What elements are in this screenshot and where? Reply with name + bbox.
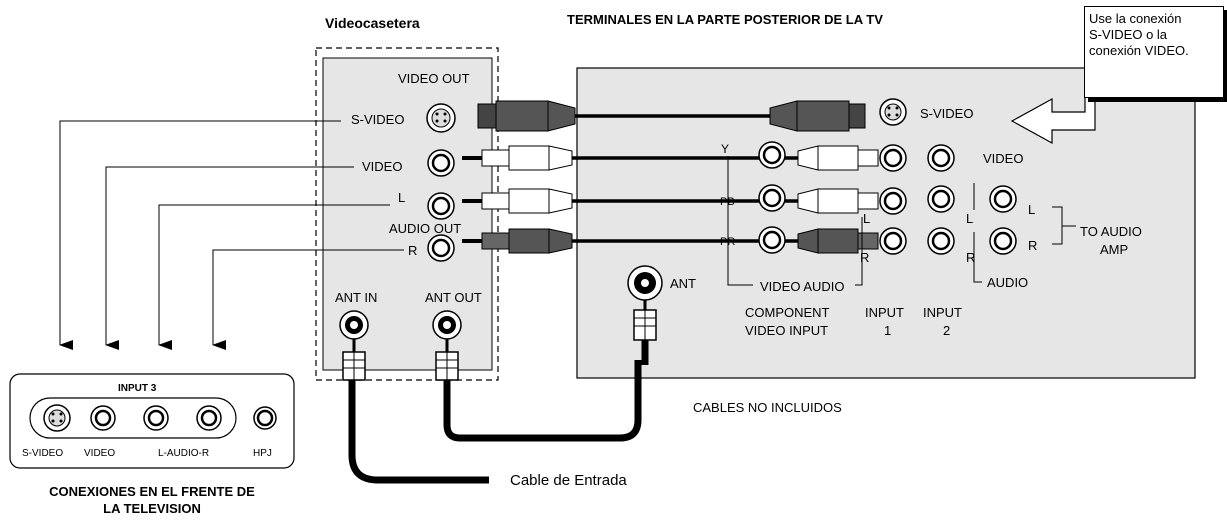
coax-cable-vcr-to-tv [435, 300, 657, 442]
callout-line1: Use la conexión [1089, 11, 1182, 26]
cables-not-included-note: CABLES NO INCLUIDOS [693, 400, 842, 415]
vcr-audio-right-jack [427, 234, 455, 262]
input-cable-label: Cable de Entrada [510, 472, 627, 489]
front-l-audio-r-label: L-AUDIO-R [158, 448, 209, 459]
audio-left-cable [462, 188, 879, 214]
tv-s-video-label: S-VIDEO [920, 106, 973, 121]
vcr-left-label: L [398, 190, 405, 205]
vcr-video-label: VIDEO [362, 159, 402, 174]
tv-input1-number: 1 [884, 323, 891, 338]
tv-video-input-label: VIDEO INPUT [745, 323, 828, 338]
vcr-ant-out-label: ANT OUT [425, 290, 482, 305]
tv-input1-label: INPUT [865, 305, 904, 320]
front-s-video-label: S-VIDEO [22, 448, 63, 459]
tv-amp-label: AMP [1100, 242, 1128, 257]
tv-video-label: VIDEO [983, 151, 1023, 166]
vcr-ant-in-label: ANT IN [335, 290, 377, 305]
tv-ant-label: ANT [670, 276, 696, 291]
front-hpj-jack [253, 406, 277, 430]
tv-s-video-jack [879, 98, 907, 126]
vcr-audio-out-label: AUDIO OUT [389, 221, 461, 236]
front-s-video-jack [43, 404, 71, 432]
tv-to-audio-label: TO AUDIO [1080, 224, 1142, 239]
front-caption-line2: LA TELEVISION [103, 501, 201, 516]
vcr-video-out-label: VIDEO OUT [398, 71, 470, 86]
vcr-audio-left-jack [427, 192, 455, 220]
vcr-s-video-label: S-VIDEO [351, 112, 404, 127]
tv-component-r-label: R [860, 250, 869, 265]
vcr-right-label: R [408, 243, 417, 258]
tv-input1-jacks [879, 144, 907, 255]
callout-line2: S-VIDEO o la [1089, 27, 1168, 42]
tv-ant-jack [627, 265, 663, 301]
tv-input2-jacks [927, 144, 955, 255]
vcr-title: Videocasetera [325, 15, 420, 31]
s-video-cable [477, 100, 866, 132]
front-video-jack [90, 405, 116, 431]
front-audio-right-jack [196, 405, 222, 431]
tv-bracket-lines [727, 156, 1076, 286]
vcr-ant-out-jack [432, 310, 462, 340]
tv-amp-r-label: R [1028, 238, 1037, 253]
tv-component-jacks [758, 141, 786, 254]
tv-audio-amp-jacks [989, 185, 1017, 255]
vcr-s-video-jack [426, 103, 456, 133]
vcr-ant-in-jack [339, 310, 369, 340]
front-audio-left-jack [143, 405, 169, 431]
front-input3-group [29, 397, 237, 439]
tv-input2-l-label: L [966, 211, 973, 226]
tv-input2-label: INPUT [923, 305, 962, 320]
tv-video-audio-label: VIDEO AUDIO [760, 279, 845, 294]
tv-input2-number: 2 [943, 323, 950, 338]
front-caption-line1: CONEXIONES EN EL FRENTE DE [49, 484, 255, 499]
tv-pb-label: PB [720, 196, 735, 208]
front-input3-label: INPUT 3 [118, 383, 157, 394]
tv-y-label: Y [721, 142, 729, 156]
front-hpj-label: HPJ [253, 448, 272, 459]
front-panel-leader-lines [59, 120, 404, 350]
callout-line3: conexión VIDEO. [1089, 43, 1189, 58]
tv-audio-label: AUDIO [987, 275, 1028, 290]
tv-amp-l-label: L [1028, 202, 1035, 217]
tv-component-l-label: L [863, 211, 870, 226]
vcr-video-jack [427, 149, 455, 177]
coax-input-cable [342, 339, 489, 484]
callout-note: Use la conexión S-VIDEO o la conexión VI… [1084, 6, 1224, 98]
front-video-label: VIDEO [84, 448, 115, 459]
tv-input2-r-label: R [966, 250, 975, 265]
tv-rear-title: TERMINALES EN LA PARTE POSTERIOR DE LA T… [567, 12, 883, 27]
tv-component-label: COMPONENT [745, 305, 830, 320]
vcr-outline [315, 47, 499, 381]
